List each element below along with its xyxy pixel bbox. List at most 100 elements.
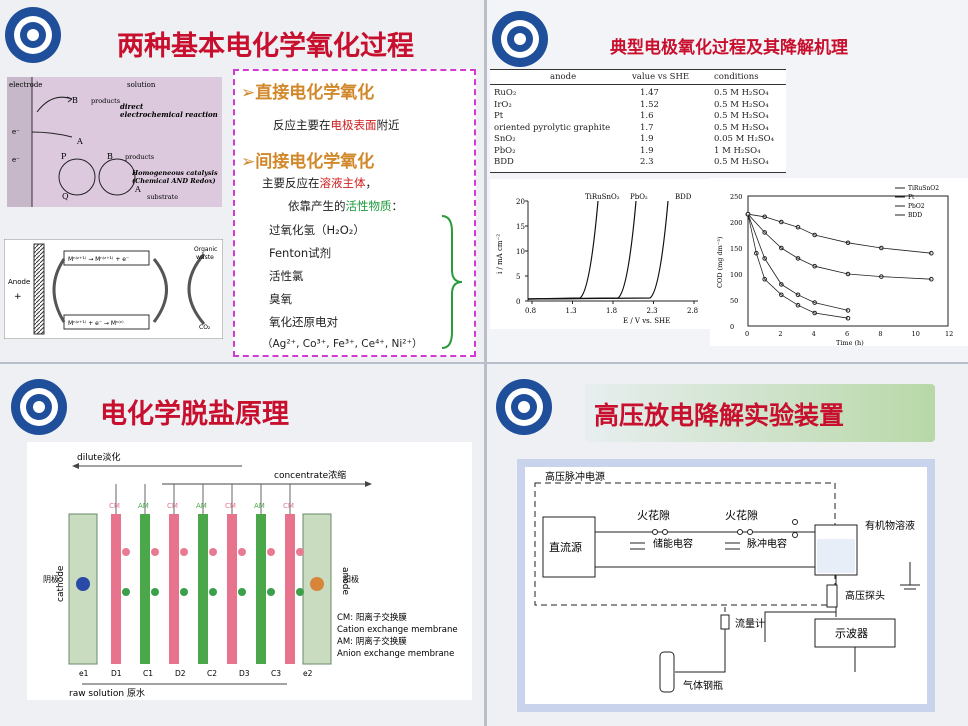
membrane-label: CM [167,502,178,510]
label-b2: B [107,152,113,161]
y-tick-label: 15 [516,223,525,231]
y-tick-label: 0 [516,298,520,306]
anion-membrane [140,514,150,664]
label-organic: Organic [194,246,217,253]
table-cell: 0.5 M H₂SO₄ [714,99,769,110]
oxidant-item: 氧化还原电对 [269,315,338,329]
oxidant-item: （Ag²⁺, Co³⁺, Fe³⁺, Ce⁴⁺, Ni²⁺） [262,338,423,350]
y-tick-label: 0 [730,323,734,331]
table-cell: oriented pyrolytic graphite [494,122,611,133]
spark-gap-1-label: 火花隙 [637,508,670,522]
anion-dot [180,588,188,596]
university-logo-icon [492,11,548,67]
curly-brace-icon [441,215,463,349]
slide-title: 高压放电降解实验装置 [594,401,845,430]
title-banner [585,384,935,442]
y-tick-label: 150 [730,245,742,253]
x-tick-label: 0 [745,330,749,338]
table-cell: Pt [494,111,504,121]
y-tick-label: 20 [516,198,525,206]
table-cell: 1.9 [640,134,654,144]
anion-dot [122,588,130,596]
label-waste: waste [196,254,214,261]
direct-homogeneous-diagram: electrode solution B A products direct e… [7,77,222,207]
x-tick-label: 1.8 [606,307,617,315]
cod-line [747,213,932,254]
setup-diagram: 高压脉冲电源 直流源 火花隙 储能电容 火花隙 脉冲电容 有机物溶液 高压探头 … [525,467,927,704]
membrane-label: AM [254,502,265,510]
indirect-desc-2: 依靠产生的活性物质： [288,199,403,213]
label-solution: solution [127,81,156,89]
anion-dot [209,588,217,596]
cation-dot [238,548,246,556]
anode-label: anode [340,567,350,595]
membrane-label: AM [196,502,207,510]
cv-curve [527,200,669,300]
table-cell: 1.6 [640,111,654,121]
university-logo-icon [11,379,67,435]
label-electrode: electrode [9,81,42,89]
dilute-label: dilute淡化 [77,451,120,463]
slide-title: 两种基本电化学氧化过程 [117,31,414,62]
oxidant-item: 活性氯 [269,269,304,283]
compartment-label: e2 [303,669,313,678]
cathode-cn-label: 阴极 [43,574,59,584]
gas-cylinder-label: 气体钢瓶 [683,679,723,692]
x-tick-label: 0.8 [525,307,536,315]
compartment-label: D1 [111,669,122,678]
university-logo-icon [496,379,552,435]
label-e-1: e⁻ [12,128,20,136]
label-chem-redox: (Chemical AND Redox) [132,177,216,185]
cation-membrane [227,514,237,664]
flowmeter-label: 流量计 [735,617,765,630]
legend-entry: Pt [908,194,915,201]
x-tick-label: 4 [812,330,816,338]
y-axis-label: i / mA cm⁻² [496,234,504,274]
label-q: Q [62,192,69,201]
membrane-label: CM [109,502,120,510]
anion-dot [151,588,159,596]
y-tick-label: 50 [730,297,738,305]
label-a1: A [76,137,83,146]
plot-frame [747,195,949,327]
anion-dot [238,588,246,596]
x-tick-label: 6 [845,330,849,338]
membrane-label: AM [138,502,149,510]
cod-line [747,214,849,319]
table-cell: RuO₂ [494,88,517,98]
label-co2: CO₂ [199,324,211,331]
x-tick-label: 8 [878,330,882,338]
anode-cn-label: 阳极 [343,574,359,584]
table-cell: 0.5 M H₂SO₄ [714,111,769,121]
top-reaction: Mⁿ⁽ᶻ⁺¹⁾ → Mⁿ⁽ᶻ⁺¹⁾ + e⁻ [68,256,129,263]
table-cell: 1.52 [640,99,659,110]
compartment-label: D2 [175,669,186,678]
label-a2: A [134,185,141,194]
x-tick-label: 10 [912,330,920,338]
anion-membrane [198,514,208,664]
curve-label: PbO₂ [630,193,648,201]
slide-title: 电化学脱盐原理 [100,399,289,430]
cation-dot [267,548,275,556]
legend-cm: CM: 阳离子交换膜 [337,612,407,623]
x-tick-label: 2 [778,330,782,338]
label-p: P [61,152,67,161]
y-tick-label: 10 [516,248,525,256]
table-cell: 2.3 [640,157,654,167]
oxidant-item: 过氧化氢（H₂O₂） [269,223,365,237]
y-tick-label: 5 [516,273,520,281]
label-anode: Anode [8,278,30,286]
slide-title: 典型电极氧化过程及其降解机理 [610,38,848,58]
label-products-2: products [125,153,154,161]
x-tick-label: 2.8 [687,307,698,315]
y-tick-label: 250 [730,193,742,201]
label-b1: B [72,96,78,105]
cv-curve [527,200,599,300]
anion-dot [296,588,304,596]
table-cell: PbO₂ [494,145,516,156]
oxidant-item: Fenton试剂 [269,246,332,260]
cation-dot [296,548,304,556]
curve-label: BDD [675,193,692,201]
curve-label: TiRuSnO₂ [585,193,620,201]
